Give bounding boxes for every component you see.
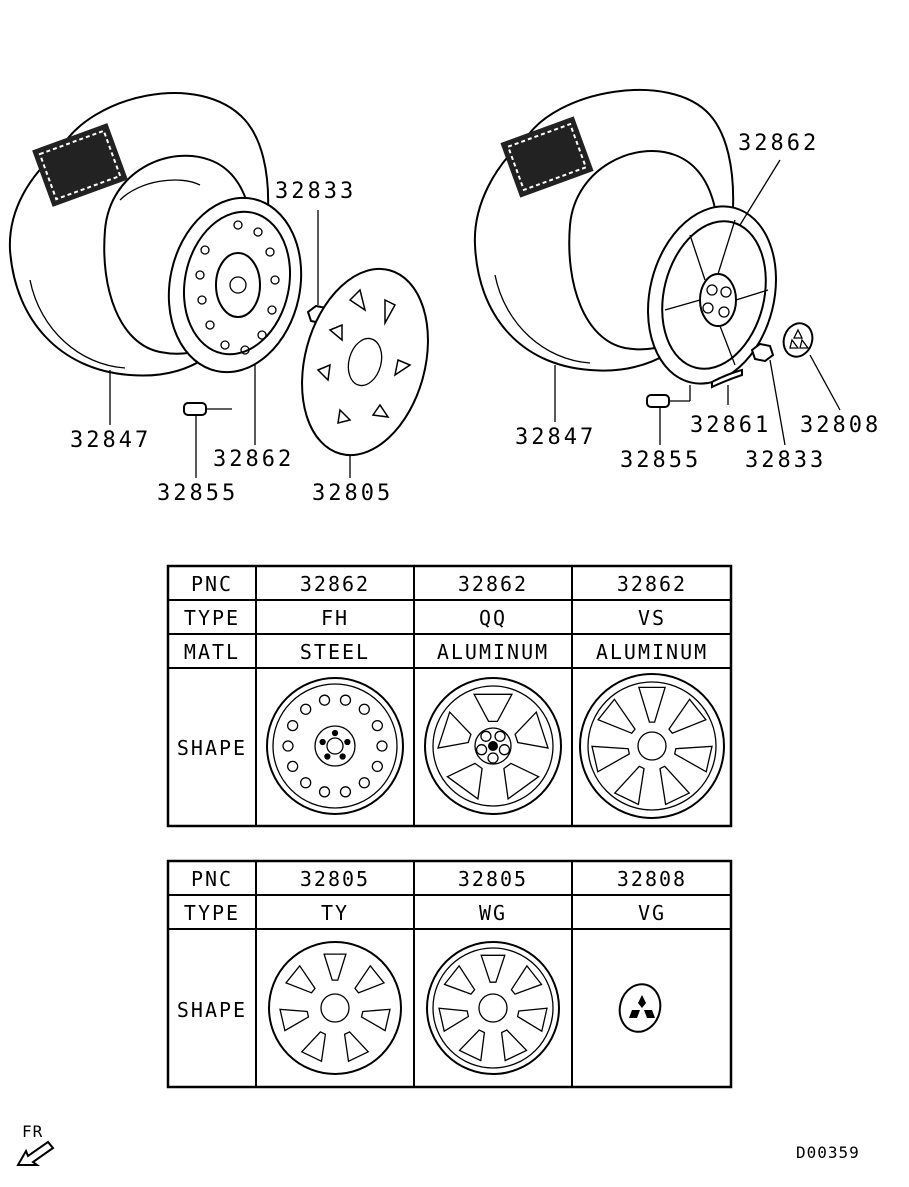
right-wheel-nut[interactable] xyxy=(750,342,775,363)
cell-pnc: 32862 xyxy=(300,572,370,596)
cell-matl: STEEL xyxy=(300,640,370,664)
cell-pnc: 32862 xyxy=(617,572,687,596)
header-shape: SHAPE xyxy=(177,736,247,760)
cell-type: WG xyxy=(479,901,507,925)
front-arrow-icon xyxy=(16,1140,55,1166)
header-type: TYPE xyxy=(184,606,240,630)
left-valve[interactable] xyxy=(183,402,232,416)
wheel-cover-ty-shape xyxy=(268,941,402,1075)
label-right-valve: 32855 xyxy=(620,448,701,473)
cell-matl: ALUMINUM xyxy=(596,640,708,664)
tread-pattern xyxy=(32,123,128,207)
label-left-nut: 32833 xyxy=(275,179,356,204)
cell-type: FH xyxy=(321,606,349,630)
cell-pnc: 32808 xyxy=(617,867,687,891)
left-steel-wheel[interactable] xyxy=(153,185,317,384)
front-direction-marker: FR xyxy=(16,1122,55,1166)
label-left-wheel: 32862 xyxy=(213,447,294,472)
header-type: TYPE xyxy=(184,901,240,925)
drawing-code: D00359 xyxy=(796,1143,860,1162)
cell-pnc: 32862 xyxy=(458,572,528,596)
label-right-tire: 32847 xyxy=(515,425,596,450)
label-right-weight: 32861 xyxy=(690,413,771,438)
label-left-valve: 32855 xyxy=(157,481,238,506)
cell-pnc: 32805 xyxy=(300,867,370,891)
center-cap-vg-shape xyxy=(618,983,662,1033)
tread-pattern xyxy=(500,116,594,198)
label-left-wheel-cover: 32805 xyxy=(312,481,393,506)
right-balance-weight[interactable] xyxy=(711,368,743,389)
wheel-table: PNC TYPE MATL SHAPE 32862 FH STEEL 32862… xyxy=(166,564,733,828)
header-shape: SHAPE xyxy=(177,998,247,1022)
header-matl: MATL xyxy=(184,640,240,664)
label-right-center-cap: 32808 xyxy=(800,413,881,438)
left-wheel-cover[interactable] xyxy=(282,255,447,470)
steel-wheel-fh-shape xyxy=(266,677,404,815)
cell-matl: ALUMINUM xyxy=(437,640,549,664)
cell-type: VS xyxy=(638,606,666,630)
label-right-wheel: 32862 xyxy=(738,131,819,156)
cell-type: QQ xyxy=(479,606,507,630)
right-valve[interactable] xyxy=(646,394,690,408)
alloy-wheel-qq-shape xyxy=(424,677,562,815)
header-pnc: PNC xyxy=(191,867,233,891)
right-center-cap[interactable] xyxy=(779,319,817,361)
front-label: FR xyxy=(22,1122,43,1141)
cell-type: VG xyxy=(638,901,666,925)
label-right-nut: 32833 xyxy=(745,448,826,473)
cell-type: TY xyxy=(321,901,349,925)
header-pnc: PNC xyxy=(191,572,233,596)
cover-table: PNC TYPE SHAPE 32805 TY 32805 WG 32808 V… xyxy=(166,859,733,1089)
wheel-cover-wg-shape xyxy=(426,941,560,1075)
alloy-wheel-vs-shape xyxy=(579,673,725,819)
label-left-tire: 32847 xyxy=(70,428,151,453)
right-alloy-wheel[interactable] xyxy=(630,193,794,398)
cell-pnc: 32805 xyxy=(458,867,528,891)
